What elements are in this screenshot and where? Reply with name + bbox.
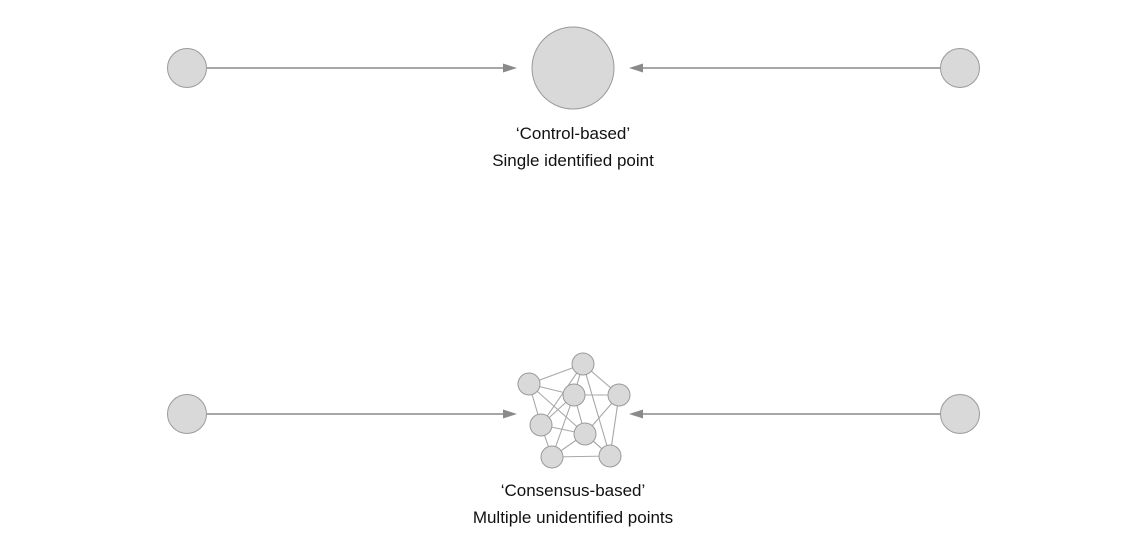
left-network-arrowhead [503, 409, 517, 419]
network-edge [540, 363, 584, 426]
network-edge [582, 363, 611, 457]
network-node [540, 445, 564, 469]
network-node [562, 383, 586, 407]
control-based-subtitle: Single identified point [492, 151, 654, 170]
network-node [517, 372, 541, 396]
control-based-diagram [167, 26, 980, 110]
consensus-based-diagram [167, 352, 980, 469]
left-arrowhead [503, 63, 517, 73]
left-participant-node [167, 394, 207, 434]
right-participant-node [940, 48, 980, 88]
control-based-caption: ‘Control-based’ Single identified point [373, 120, 773, 174]
distributed-network [517, 352, 631, 469]
right-network-arrowhead [629, 409, 643, 419]
consensus-based-caption: ‘Consensus-based’ Multiple unidentified … [373, 477, 773, 531]
left-participant-node [167, 48, 207, 88]
consensus-based-title: ‘Consensus-based’ [500, 481, 646, 500]
network-node [573, 422, 597, 446]
right-participant-node [940, 394, 980, 434]
consensus-based-subtitle: Multiple unidentified points [472, 508, 674, 527]
network-node [529, 413, 553, 437]
network-node [571, 352, 595, 376]
network-nodes [517, 352, 631, 469]
right-arrowhead [629, 63, 643, 73]
network-node [607, 383, 631, 407]
network-edges [528, 363, 620, 458]
central-authority-node [531, 26, 615, 110]
control-based-title: ‘Control-based’ [515, 124, 631, 143]
network-node [598, 444, 622, 468]
